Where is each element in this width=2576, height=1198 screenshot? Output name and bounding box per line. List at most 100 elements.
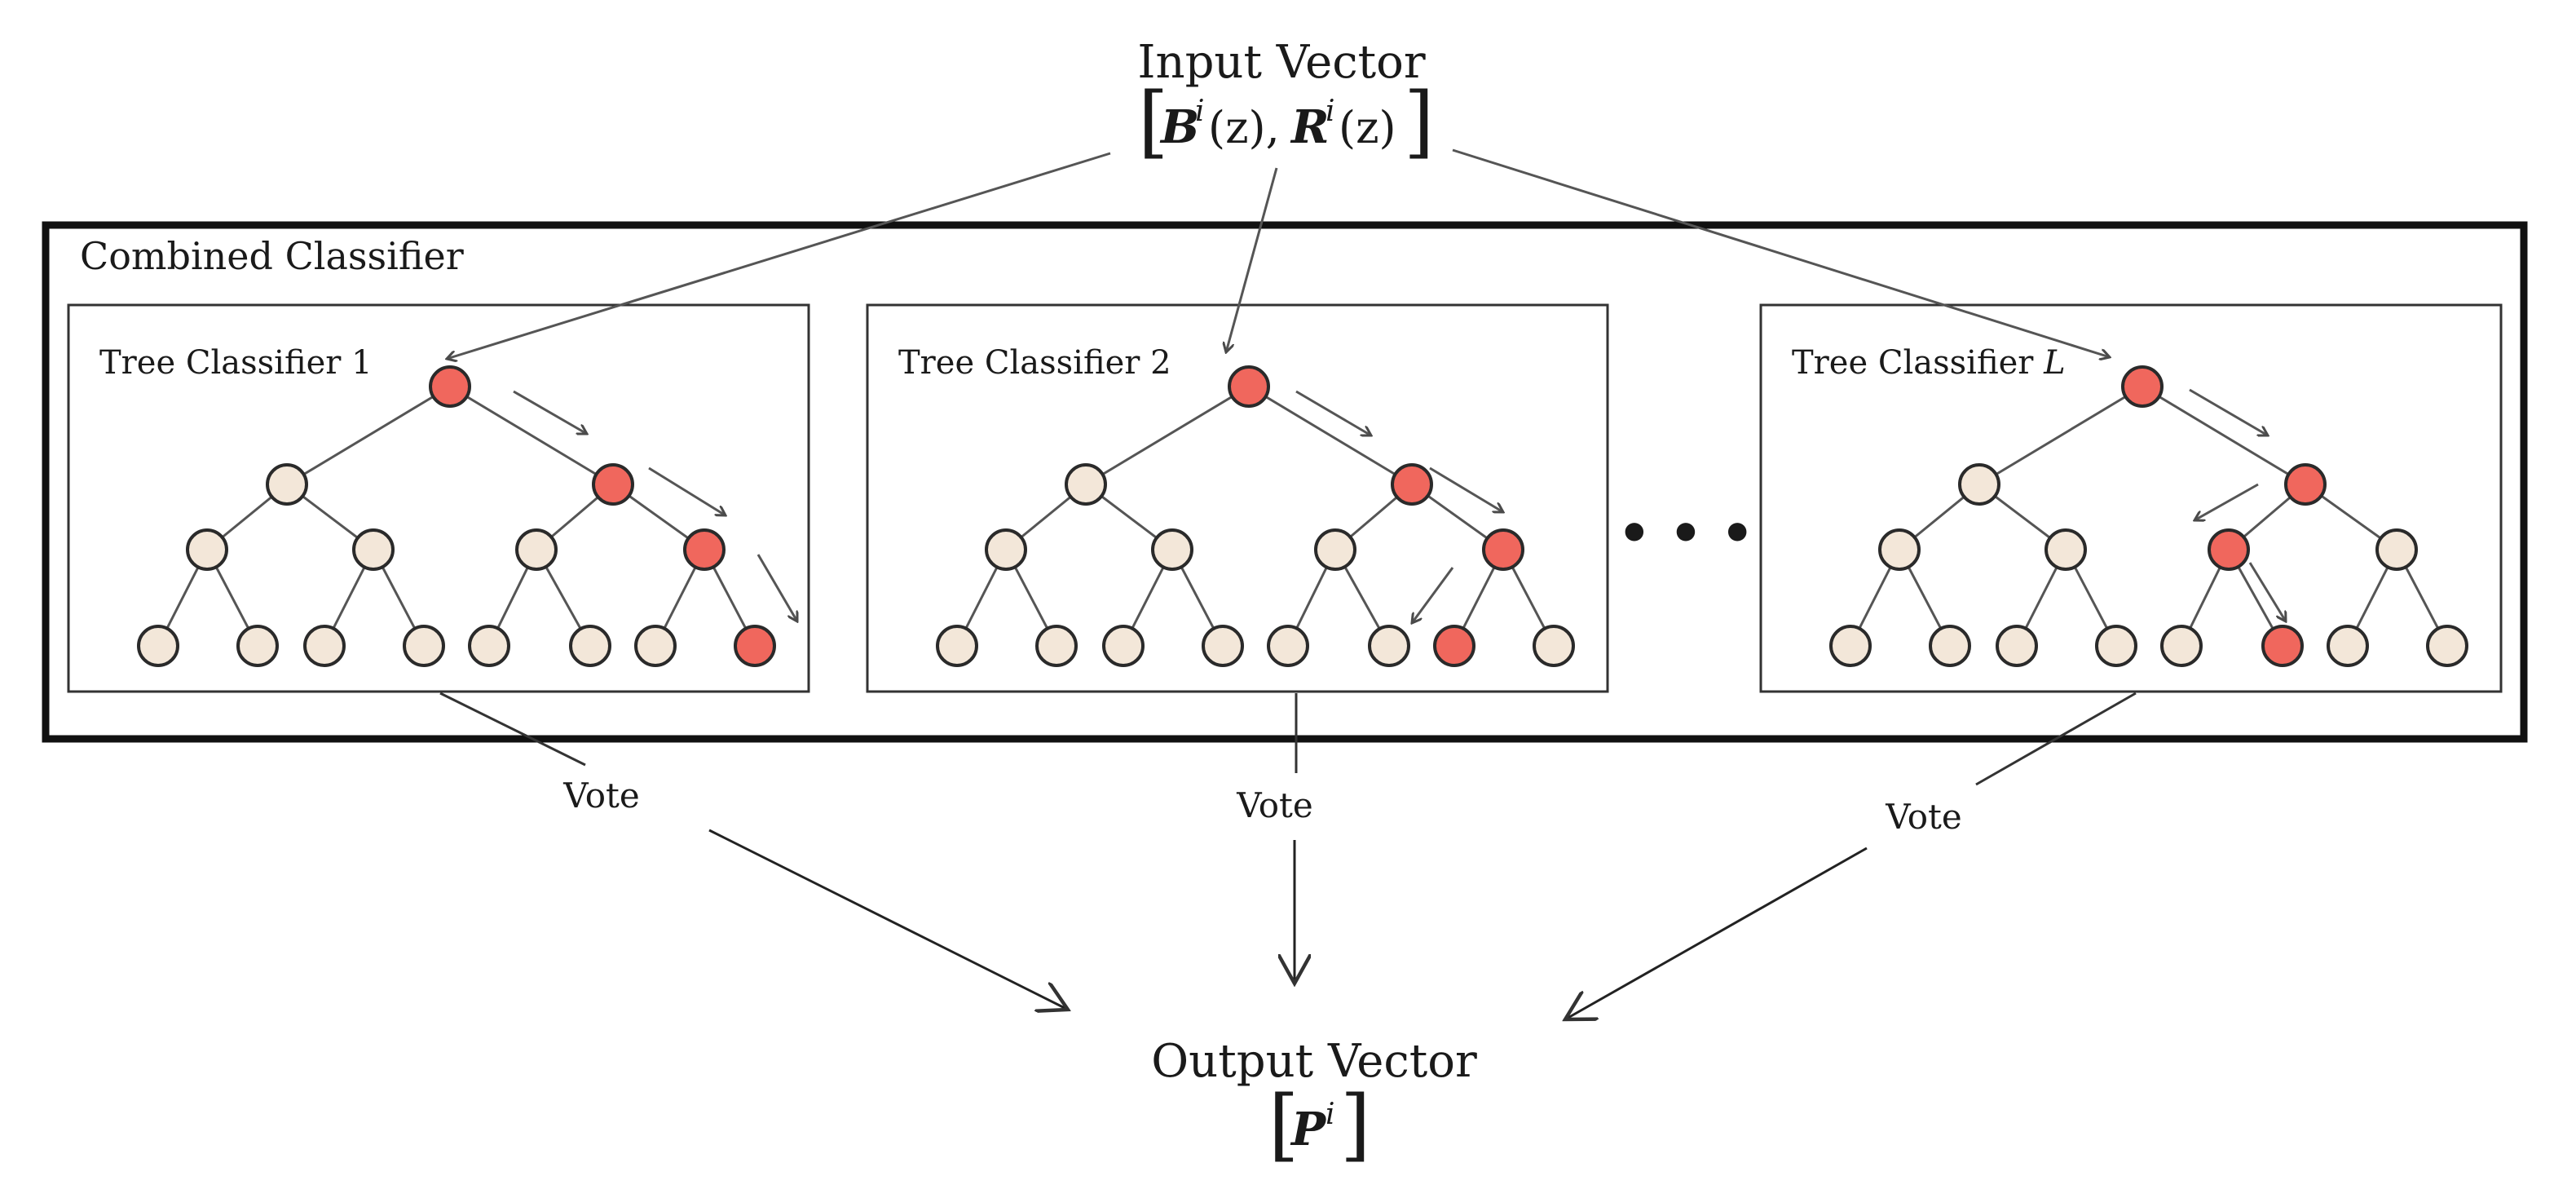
tree-2-node-8	[936, 625, 978, 667]
tree-2-path-arrow-1	[1295, 390, 1371, 435]
tree-classifier-L-label: Tree Classifier L	[1792, 344, 2066, 382]
tree-L-edge-1-3	[2142, 385, 2306, 486]
tree-L-path-arrow-3	[2248, 562, 2286, 621]
input-i-superscript-1: i	[1195, 95, 1205, 128]
tree-L-node-9	[1929, 625, 1971, 667]
tree-L-node-10	[1996, 625, 2038, 667]
tree-classifier-2-label: Tree Classifier 2	[898, 344, 1171, 382]
tree-2-active-node-7	[1482, 528, 1524, 571]
tree-1-path-arrow-1	[513, 390, 587, 434]
input-right-bracket: ]	[1404, 76, 1434, 167]
tree-1-node-5	[352, 528, 395, 571]
tree-2-node-12	[1267, 625, 1309, 667]
tree-L-active-node-3	[2284, 463, 2327, 506]
input-i-superscript-2: i	[1325, 95, 1335, 128]
tree-L-node-11	[2095, 625, 2137, 667]
tree-2-active-node-14	[1433, 625, 1475, 667]
tree-L-node-2	[1958, 463, 2000, 506]
tree-L-node-8	[1829, 625, 1872, 667]
tree-1-active-node-7	[683, 528, 726, 571]
tree-1-active-node-1	[429, 365, 471, 408]
vote-arrow-1	[708, 829, 1068, 1010]
tree-L-path-arrow-1	[2189, 388, 2268, 435]
tree-1-node-12	[468, 625, 510, 667]
tree-1-edge-1-3	[449, 385, 614, 486]
tree-classifier-2-box	[866, 303, 1609, 693]
output-vector-title: Output Vector	[1151, 1035, 1477, 1088]
tree-2-node-13	[1368, 625, 1410, 667]
ellipsis-more-trees: • • •	[1617, 503, 1753, 564]
tree-1-edge-1-2	[286, 385, 451, 486]
tree-L-node-15	[2426, 625, 2468, 667]
tree-2-active-node-1	[1228, 365, 1270, 408]
tree-L-edge-1-2	[1978, 385, 2143, 486]
input-z-arg-1: (z),	[1208, 102, 1280, 153]
vote-label-2: Vote	[1236, 785, 1313, 825]
tree-1-node-14	[634, 625, 677, 667]
tree-1-active-node-15	[734, 625, 776, 667]
tree-L-node-5	[2044, 528, 2087, 571]
input-arrow-to-tree-2	[1226, 167, 1278, 352]
output-P-symbol: P	[1290, 1103, 1327, 1156]
tree-1-node-13	[569, 625, 611, 667]
tree-2-edge-1-3	[1248, 385, 1413, 486]
tree-1-node-8	[137, 625, 179, 667]
tree-1-node-6	[515, 528, 558, 571]
tree-2-edge-1-2	[1085, 385, 1250, 486]
tree-L-node-7	[2375, 528, 2418, 571]
output-right-bracket: ]	[1340, 1079, 1370, 1170]
tree-1-node-2	[266, 463, 308, 506]
trees-layer	[137, 365, 2468, 667]
vote-label-3: Vote	[1885, 797, 1962, 837]
tree-2	[936, 365, 1575, 667]
tree-1-node-9	[236, 625, 279, 667]
tree-classifier-L-box	[1759, 303, 2503, 693]
tree-2-node-11	[1202, 625, 1244, 667]
tree-2-node-10	[1102, 625, 1145, 667]
tree-1-path-arrow-2	[648, 466, 726, 515]
tree-2-node-9	[1035, 625, 1078, 667]
vote-line-tree-L	[1975, 692, 2137, 786]
vote-arrow-3	[1565, 847, 1868, 1019]
tree-1-node-10	[303, 625, 346, 667]
input-vector-formula: [ B i (z), R i (z) ]	[1138, 76, 1434, 167]
tree-classifier-1-label: Tree Classifier 1	[99, 344, 373, 382]
tree-2-active-node-3	[1391, 463, 1433, 506]
tree-2-node-6	[1314, 528, 1356, 571]
tree-1-path-arrow-3	[756, 554, 797, 621]
input-B-symbol: B	[1159, 100, 1199, 154]
input-arrow-to-tree-L	[1452, 148, 2110, 357]
input-vector-title: Input Vector	[1137, 36, 1425, 89]
output-left-bracket: [	[1268, 1079, 1299, 1170]
input-z-arg-2: (z)	[1339, 102, 1396, 153]
output-vector-formula: [ P i ]	[1268, 1079, 1370, 1170]
combined-classifier-label: Combined Classifier	[80, 234, 464, 278]
vote-line-tree-1	[439, 692, 586, 767]
tree-L-node-12	[2160, 625, 2203, 667]
input-left-bracket: [	[1138, 76, 1168, 167]
tree-2-path-arrow-2	[1429, 466, 1503, 512]
tree-1-node-4	[186, 528, 228, 571]
tree-2-node-5	[1151, 528, 1193, 571]
tree-1	[137, 365, 797, 667]
tree-2-node-4	[985, 528, 1027, 571]
tree-2-node-15	[1533, 625, 1575, 667]
tree-1-active-node-3	[592, 463, 634, 506]
input-arrow-to-tree-1	[447, 152, 1111, 359]
tree-L-active-node-13	[2261, 625, 2304, 667]
tree-1-node-11	[403, 625, 445, 667]
tree-L-active-node-6	[2208, 528, 2250, 571]
combined-classifier-frame	[42, 221, 2528, 743]
tree-2-node-2	[1065, 463, 1107, 506]
tree-L-active-node-1	[2121, 365, 2164, 408]
tree-L-path-arrow-2	[2194, 483, 2259, 520]
input-R-symbol: R	[1290, 100, 1330, 154]
output-i-superscript: i	[1325, 1098, 1335, 1131]
vote-label-1: Vote	[562, 776, 640, 816]
tree-L-node-4	[1878, 528, 1921, 571]
tree-L	[1829, 365, 2468, 667]
tree-2-path-arrow-3	[1412, 567, 1454, 623]
tree-L-node-14	[2327, 625, 2369, 667]
